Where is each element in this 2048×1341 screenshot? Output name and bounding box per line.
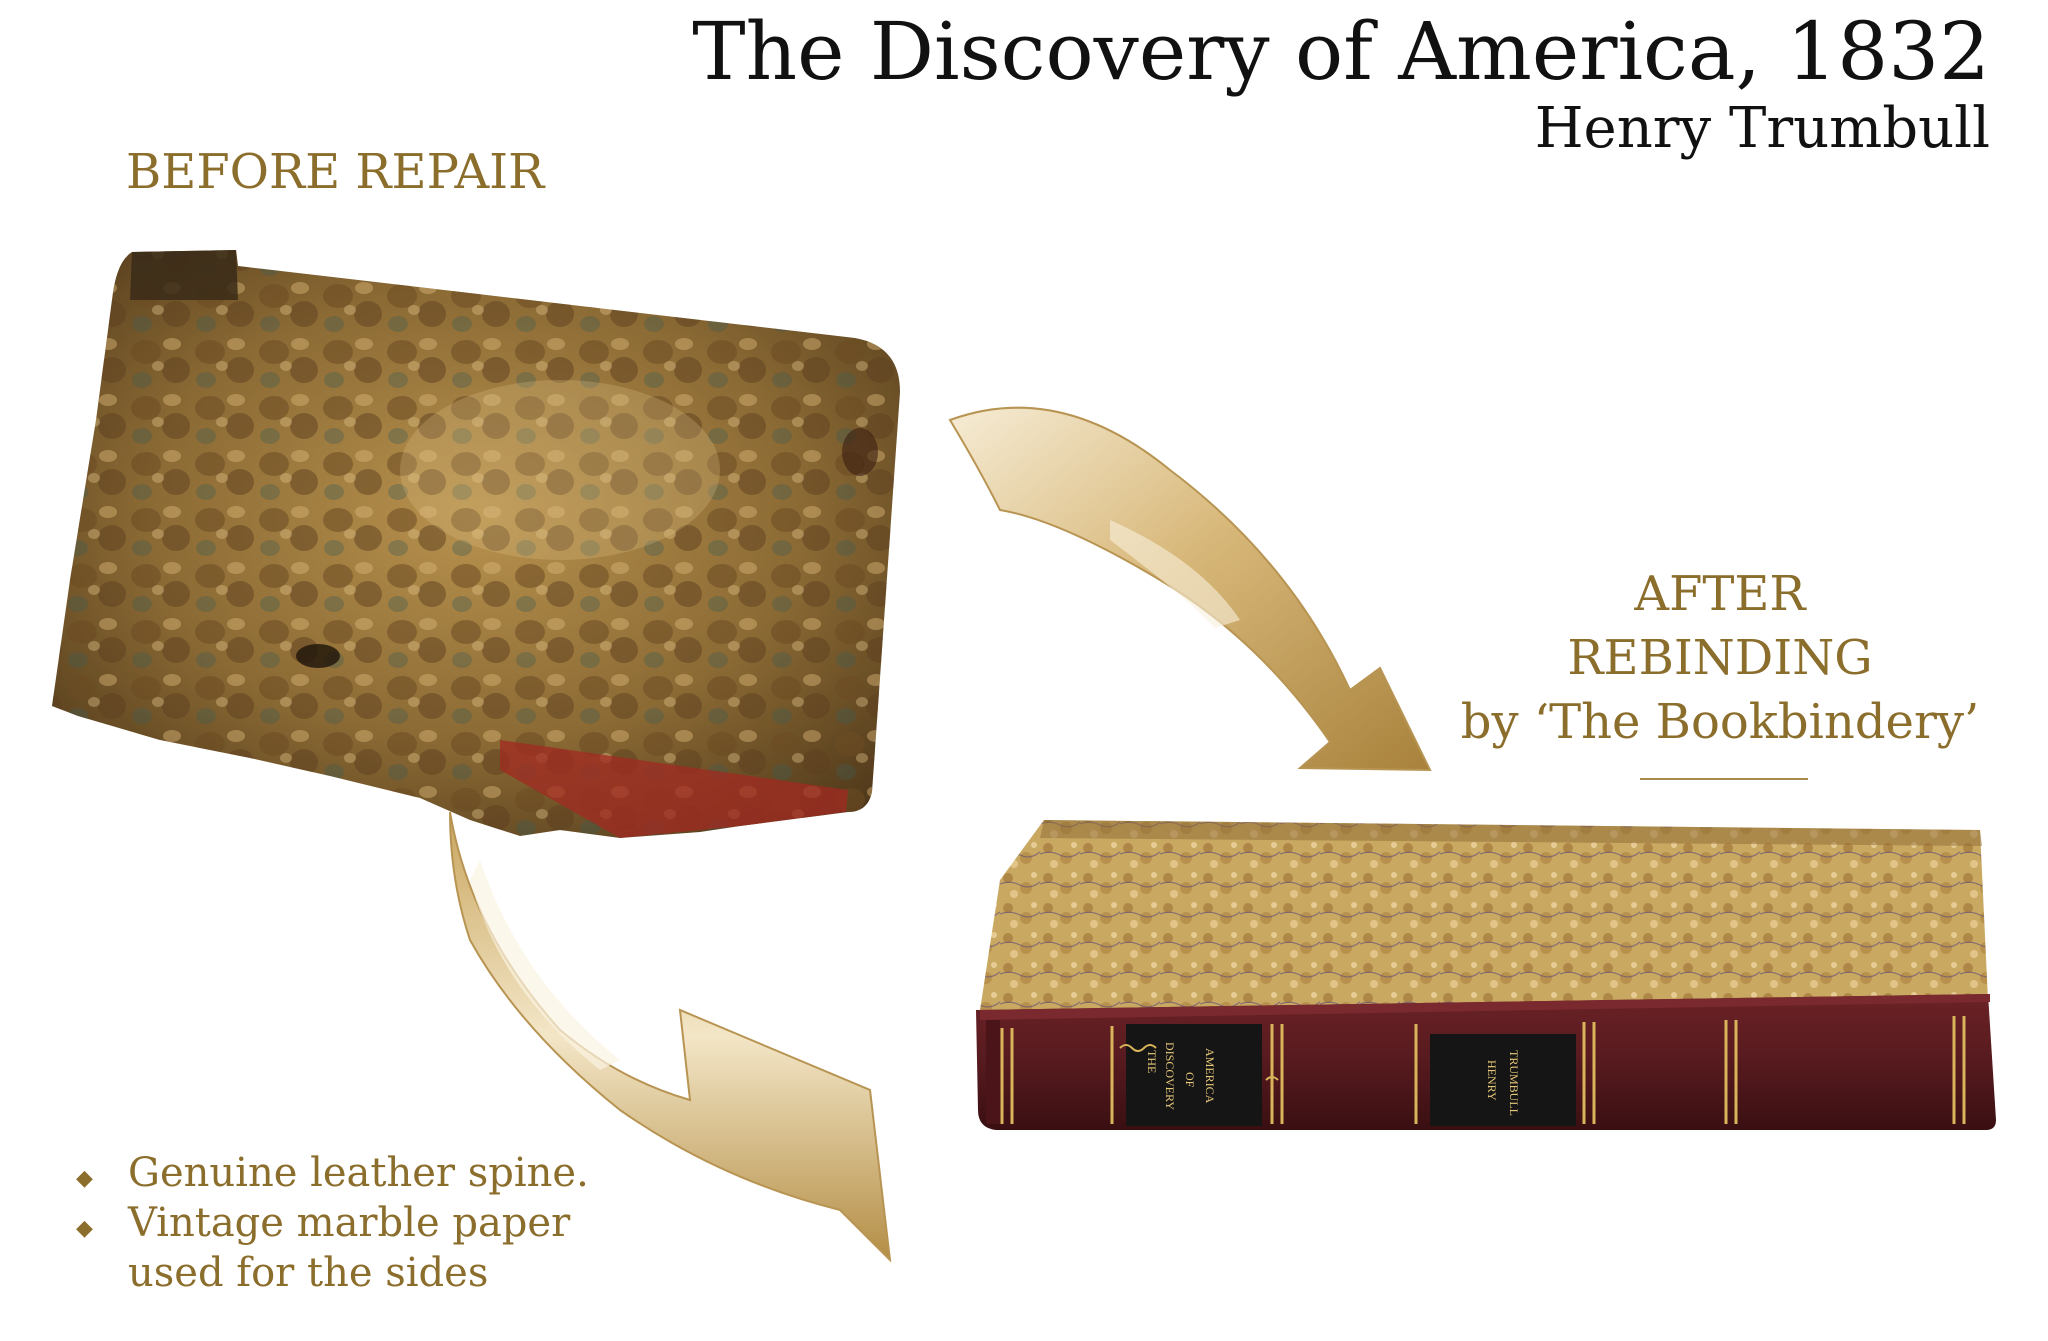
bullet-diamond-icon: ◆ — [76, 1216, 93, 1241]
page-title: The Discovery of America, 1832 — [692, 5, 1990, 98]
rebound-book-image: THE DISCOVERY OF AMERICA HENRY TRUMBULL — [976, 820, 1996, 1130]
bullet-diamond-icon: ◆ — [76, 1166, 93, 1191]
feature-item-text: Vintage marble paper — [128, 1200, 571, 1246]
after-label-divider — [1640, 778, 1808, 780]
feature-item-text: Genuine leather spine. — [128, 1150, 589, 1196]
spine-title-text-2: DISCOVERY — [1163, 1042, 1177, 1110]
spine-title-text-4: AMERICA — [1203, 1048, 1217, 1104]
author-name: Henry Trumbull — [1534, 96, 1990, 161]
spine-title-text-1: THE — [1145, 1050, 1159, 1073]
spine-title-text-3: OF — [1183, 1072, 1197, 1088]
spine-title-label — [1126, 1024, 1262, 1126]
feature-item: ◆ Vintage marble paper — [76, 1198, 589, 1248]
spine-author-text-2: TRUMBULL — [1507, 1050, 1521, 1116]
after-label-line-1: AFTER — [1634, 566, 1806, 622]
old-book-image — [52, 250, 900, 838]
after-label-line-2: REBINDING — [1567, 630, 1873, 686]
before-repair-label: BEFORE REPAIR — [126, 144, 545, 200]
after-label-line-3: by ‘The Bookbindery’ — [1460, 694, 1980, 750]
spine-author-label — [1430, 1034, 1576, 1126]
feature-list: ◆ Genuine leather spine. ◆ Vintage marbl… — [76, 1148, 589, 1298]
after-rebinding-label: AFTER REBINDING by ‘The Bookbindery’ — [1430, 562, 2010, 754]
feature-item: ◆ Genuine leather spine. — [76, 1148, 589, 1198]
feature-item-continuation: used for the sides — [128, 1250, 489, 1296]
spine-author-text-1: HENRY — [1485, 1060, 1499, 1101]
